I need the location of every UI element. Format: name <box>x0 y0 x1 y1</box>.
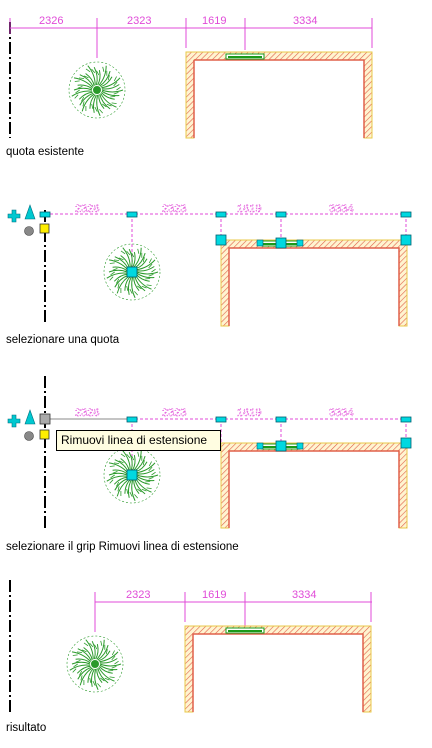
plus-icon[interactable] <box>7 414 21 428</box>
grip-square-icon[interactable] <box>39 429 50 440</box>
grip-square-icon[interactable] <box>39 223 50 234</box>
triangle-icon[interactable] <box>24 409 36 425</box>
panel-4: 2323 1619 3334 <box>9 580 372 713</box>
grip-square-icon[interactable] <box>275 440 287 452</box>
panel-1: 2326 2323 1619 3334 <box>9 15 373 139</box>
grip-square-icon[interactable] <box>126 469 138 481</box>
dim-text: 2323 <box>127 15 151 27</box>
panel-3: 2326 2323 1619 3334 <box>7 376 412 529</box>
grip-square-icon[interactable] <box>400 211 412 218</box>
grip-square-icon[interactable] <box>400 416 412 423</box>
grip-square-icon[interactable] <box>275 237 287 249</box>
triangle-icon[interactable] <box>24 204 36 220</box>
grip-square-icon[interactable] <box>215 211 227 218</box>
wall-plan <box>184 625 372 713</box>
dim-text: 2326 <box>75 407 99 419</box>
caption-risultato: risultato <box>6 722 47 734</box>
plus-icon[interactable] <box>7 209 21 223</box>
dim-text: 2326 <box>39 15 63 27</box>
dim-text: 3334 <box>293 15 317 27</box>
grip-square-icon[interactable] <box>275 416 287 423</box>
grip-square-icon[interactable] <box>275 211 287 218</box>
grip-square-icon[interactable] <box>126 266 138 278</box>
dim-text: 1619 <box>202 589 226 601</box>
panel-2: 2326 2323 1619 3334 <box>7 203 412 327</box>
circle-icon[interactable] <box>24 431 34 441</box>
dim-text: 2323 <box>126 589 150 601</box>
grip-square-icon[interactable] <box>215 234 227 246</box>
grip-square-icon[interactable] <box>400 437 412 449</box>
dim-text: 1619 <box>237 407 261 419</box>
grip-square-icon[interactable] <box>215 416 227 423</box>
dim-text: 1619 <box>237 203 261 215</box>
wall-plan <box>220 239 408 327</box>
dim-text: 2323 <box>162 407 186 419</box>
caption-quota-esistente: quota esistente <box>6 146 85 158</box>
tree-symbol <box>66 635 124 693</box>
grip-square-icon[interactable] <box>126 416 138 423</box>
grip-square-icon[interactable] <box>39 413 51 425</box>
tree-symbol <box>68 61 126 119</box>
wall-plan <box>185 51 373 139</box>
wall-plan <box>220 442 408 529</box>
dim-text: 3334 <box>329 203 353 215</box>
caption-selezionare-grip: selezionare il grip Rimuovi linea di est… <box>6 541 239 553</box>
grip-square-icon[interactable] <box>400 234 412 246</box>
caption-selezionare-quota: selezionare una quota <box>6 334 120 346</box>
dim-text: 2323 <box>162 203 186 215</box>
circle-icon[interactable] <box>24 226 34 236</box>
grip-square-icon[interactable] <box>126 211 138 218</box>
dim-text: 3334 <box>292 589 316 601</box>
dim-text: 3334 <box>329 407 353 419</box>
dim-text: 2326 <box>75 203 99 215</box>
tooltip-rimuovi-linea: Rimuovi linea di estensione <box>56 430 221 451</box>
grip-square-icon[interactable] <box>39 211 51 218</box>
dim-text: 1619 <box>202 15 226 27</box>
